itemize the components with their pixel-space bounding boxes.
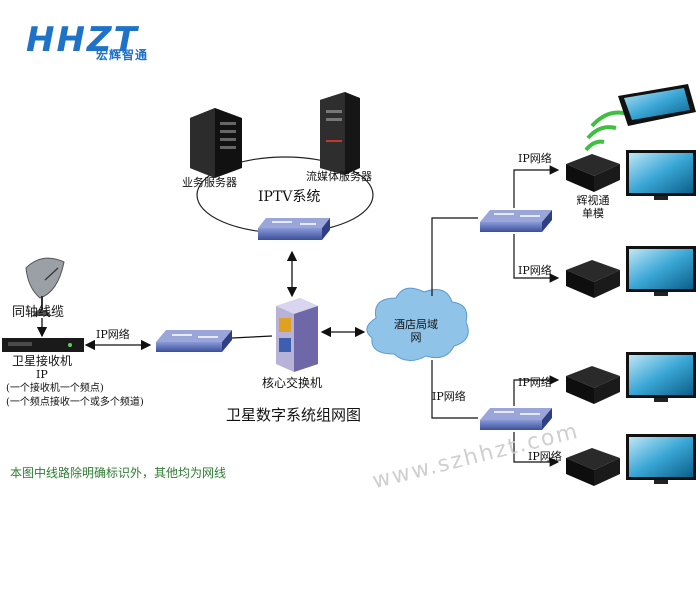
- tv-icon-1: [626, 150, 696, 200]
- streaming-server-icon: [320, 92, 360, 175]
- access-switch-icon: [156, 330, 232, 352]
- tablet-icon: [618, 84, 696, 126]
- logo-mark: HHZT: [26, 20, 139, 60]
- link-stb-3: [513, 375, 560, 406]
- ip-net-label-1: IP网络: [518, 152, 552, 165]
- tv-icon-3: [626, 352, 696, 402]
- diagram-title: 卫星数字系统组网图: [226, 406, 362, 424]
- wifi-icon: [584, 110, 629, 152]
- coax-label: 同轴线缆: [12, 305, 65, 320]
- footnote: 本图中线路除明确标识外，其他均为网线: [10, 466, 227, 480]
- ip-net-label-3: IP网络: [518, 376, 552, 389]
- receiver-note-one: (一个接收机一个频点): [6, 383, 104, 394]
- receiver-ip-label: IP: [36, 368, 48, 381]
- core-switch-label: 核心交换机: [262, 376, 323, 390]
- satellite-dish-icon: [25, 257, 65, 316]
- tv-icon-4: [626, 434, 696, 484]
- ip-net-label-4: IP网络: [528, 450, 562, 463]
- link-stb-4: [513, 432, 560, 467]
- logo-subtitle: 宏辉智通: [96, 48, 149, 62]
- link-cloud-bottom: [431, 360, 478, 419]
- stb-icon-3: [566, 366, 620, 404]
- satellite-receiver-icon: [2, 338, 84, 352]
- business-server-label: 业务服务器: [182, 176, 237, 189]
- streaming-server-label: 流媒体服务器: [306, 170, 372, 183]
- lower-switch-icon: [480, 408, 552, 430]
- link-core-left: [231, 335, 273, 339]
- ip-net-label-5: IP网络: [432, 390, 466, 403]
- link-cloud-top: [431, 217, 478, 296]
- lan-cloud-label: 酒店局域网: [394, 318, 438, 344]
- ip-net-label-left: IP网络: [96, 328, 130, 341]
- iptv-switch-icon: [258, 218, 330, 240]
- tv-icon-2: [626, 246, 696, 296]
- ip-net-label-2: IP网络: [518, 264, 552, 277]
- stb-icon-1: [566, 154, 620, 192]
- lan-cloud-icon: [366, 287, 469, 361]
- receiver-note-two: (一个频点接收一个或多个频道): [6, 397, 144, 408]
- business-server-icon: [190, 108, 242, 178]
- iptv-ring-label: IPTV系统: [258, 189, 321, 205]
- stb-icon-4: [566, 448, 620, 486]
- core-switch-icon: [276, 298, 318, 372]
- receiver-label: 卫星接收机: [12, 354, 73, 368]
- link-stb-2: [513, 234, 560, 283]
- stb-icon-2: [566, 260, 620, 298]
- stb-model-label: 辉视通单模: [576, 194, 610, 220]
- link-stb-1: [513, 165, 560, 208]
- upper-switch-icon: [480, 210, 552, 232]
